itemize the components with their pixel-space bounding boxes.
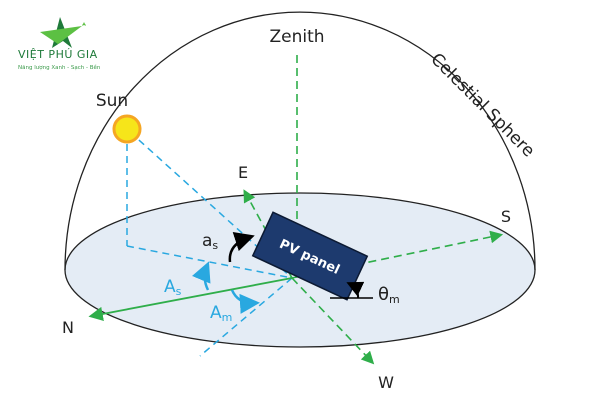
north-label: N — [62, 318, 74, 337]
altitude-label: as — [202, 231, 218, 252]
north-arrow — [88, 277, 293, 322]
west-label: W — [378, 373, 394, 392]
south-arrow — [291, 230, 504, 279]
azimuth-sun-label: As — [164, 277, 182, 298]
azimuth-module-label: Am — [210, 303, 232, 324]
tilt-label: θm — [378, 284, 400, 306]
celestial-sphere-label: Celestial Sphere — [426, 49, 538, 161]
logo-tagline: Năng lượng Xanh - Sạch - Bền — [18, 63, 101, 71]
south-label: S — [501, 207, 511, 226]
tilt-arc-icon — [346, 281, 365, 299]
azimuth-sun-arc-icon — [192, 261, 211, 291]
east-label: E — [238, 163, 248, 182]
altitude-arc-icon — [228, 232, 255, 263]
zenith-label: Zenith — [269, 27, 324, 47]
azimuth-module-arc-icon — [230, 289, 260, 314]
logo: VIỆT PHÚ GIA Năng lượng Xanh - Sạch - Bề… — [18, 17, 101, 71]
sun-label: Sun — [96, 91, 128, 111]
logo-brand: VIỆT PHÚ GIA — [18, 48, 98, 61]
celestial-dome — [64, 11, 536, 271]
west-arrow — [291, 277, 375, 365]
pv-panel: PV panel — [251, 211, 369, 301]
sun-icon — [112, 114, 142, 144]
